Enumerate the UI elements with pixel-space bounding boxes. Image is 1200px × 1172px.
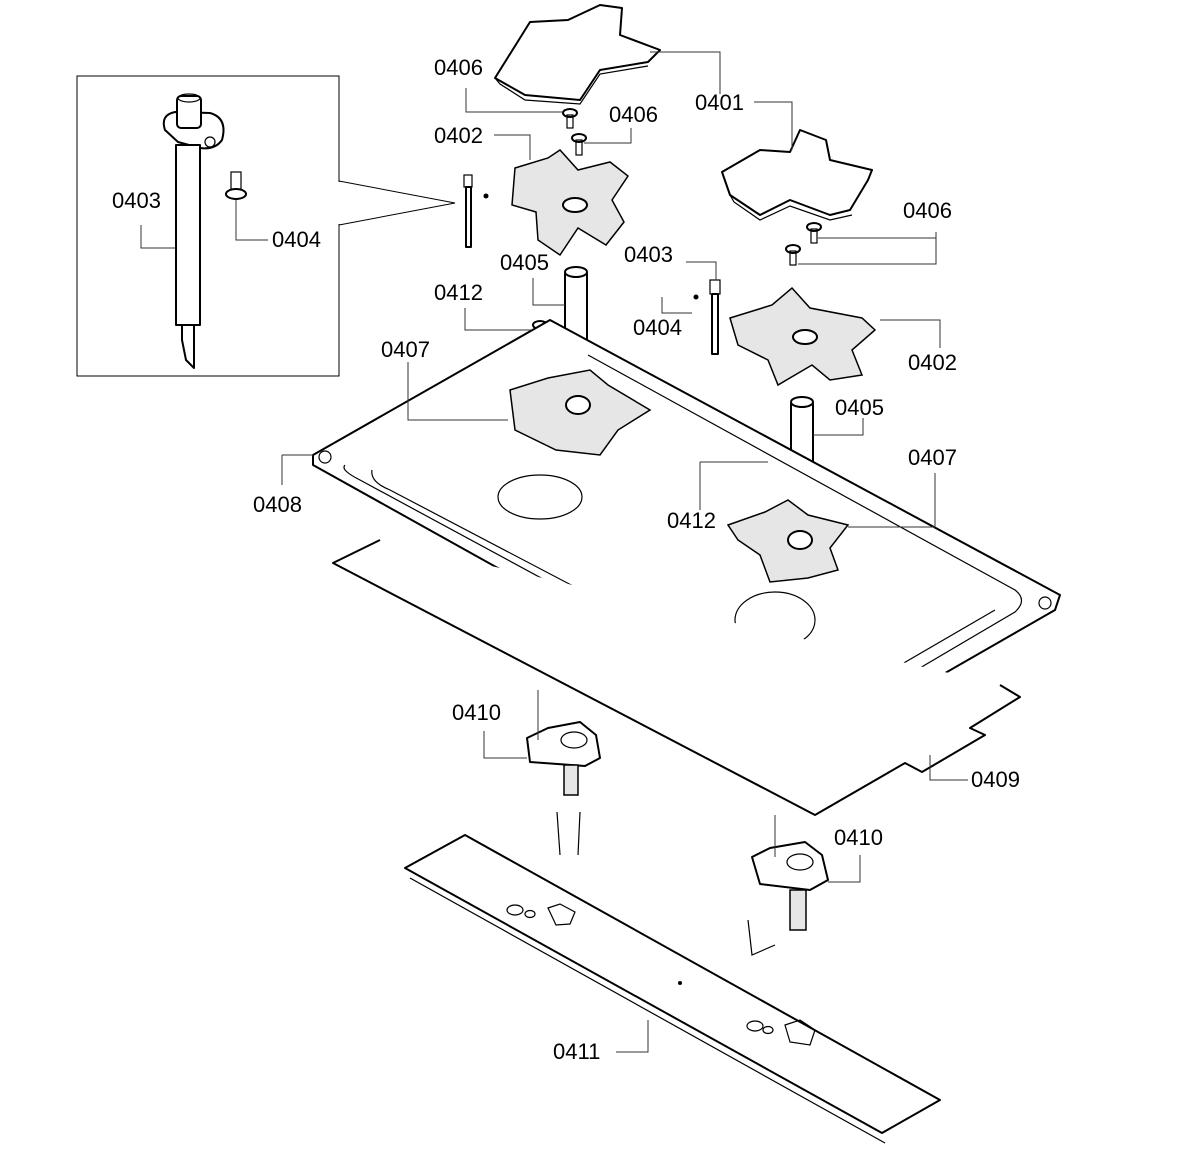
- callout-0406: 0406: [903, 198, 952, 223]
- callout-0405: 0405: [835, 395, 884, 420]
- flame-spreader-left: [511, 149, 630, 257]
- callout-0402: 0402: [908, 350, 957, 375]
- leader-lines: [281, 51, 968, 1053]
- callout-0403: 0403: [624, 242, 673, 267]
- electrode-detail: [162, 93, 225, 369]
- burner-base-right: [726, 499, 850, 583]
- callout-0406: 0406: [434, 55, 483, 80]
- inset-pointer: [338, 180, 456, 226]
- cap-screw-left-2: [571, 133, 587, 156]
- electrode-left: [463, 174, 489, 248]
- inset-frame: [76, 75, 340, 377]
- cap-screw-left-1: [562, 108, 578, 129]
- callout-0410: 0410: [834, 825, 883, 850]
- callout-0411: 0411: [553, 1039, 600, 1064]
- mounting-rail: [404, 834, 941, 1144]
- gas-valve-right: [747, 841, 829, 956]
- burner-cap-left: [494, 4, 661, 105]
- flame-spreader-right: [729, 286, 877, 387]
- callout-0412: 0412: [667, 508, 716, 533]
- gas-valve-left: [526, 721, 601, 856]
- callout-0407: 0407: [908, 445, 957, 470]
- callout-0412: 0412: [434, 280, 483, 305]
- detail-inset: 0403 0404: [76, 75, 456, 377]
- electrode-screw-right: [693, 294, 699, 300]
- callout-0408: 0408: [253, 492, 302, 517]
- callout-labels: 0406 0406 0401 0402 0406 0403 0405 0412 …: [253, 55, 1020, 1064]
- callout-0407: 0407: [381, 337, 430, 362]
- burner-cap-right: [721, 129, 873, 221]
- electrode-screw-left: [483, 193, 489, 199]
- callout-0404-inset: 0404: [272, 227, 321, 252]
- callout-0409: 0409: [971, 767, 1020, 792]
- cap-screw-right-2: [785, 244, 801, 266]
- callout-0406: 0406: [609, 102, 658, 127]
- callout-0403-inset: 0403: [112, 188, 161, 213]
- electrode-right: [693, 279, 721, 355]
- gasket-sheet: [332, 539, 1021, 816]
- burner-base-left: [509, 369, 652, 456]
- cap-screw-right-1: [806, 222, 822, 244]
- callout-0405: 0405: [500, 250, 549, 275]
- callout-0410: 0410: [452, 700, 501, 725]
- callout-0402: 0402: [434, 123, 483, 148]
- callout-0401: 0401: [695, 90, 744, 115]
- screw-detail: [225, 171, 247, 200]
- callout-0404: 0404: [633, 315, 682, 340]
